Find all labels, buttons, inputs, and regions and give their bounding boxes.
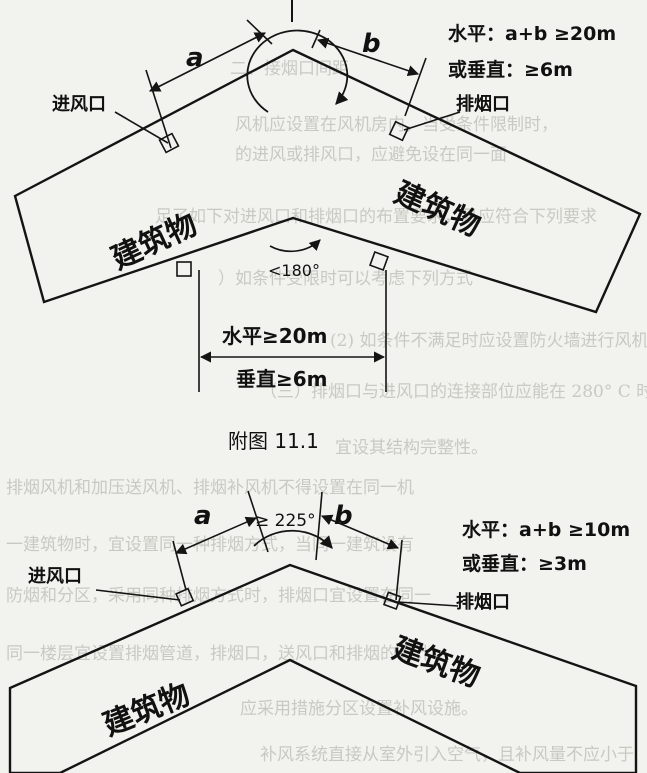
outlet-symbol xyxy=(388,120,410,142)
dimension-line-a xyxy=(174,516,258,555)
inlet-pointer xyxy=(95,589,181,601)
rule-text-vertical: 或垂直：≥3m xyxy=(462,552,587,575)
bg-text-line: 补风系统直接从室外引入空气，且补风量不应小于 xyxy=(260,745,634,765)
dimension-b: b xyxy=(315,491,403,601)
inner-angle-arc xyxy=(269,239,321,253)
extension-line xyxy=(315,491,323,561)
rule-text-vertical: 或垂直：≥6m xyxy=(448,58,573,81)
lower-inlet-symbol xyxy=(176,261,192,277)
outlet-label: 排烟口 xyxy=(456,93,510,115)
label-b: b xyxy=(362,29,381,59)
inlet-symbol xyxy=(158,132,180,154)
building-outline xyxy=(13,48,642,314)
dimension-line-b xyxy=(320,514,400,550)
bg-text-line: (2) 如条件不满足时应设置防火墙进行风机房分隔。 xyxy=(330,331,647,351)
inlet-label: 进风口 xyxy=(52,94,106,115)
apex-angle-arc xyxy=(246,29,349,113)
building-label-right: 建筑物 xyxy=(389,175,485,244)
dimension-line-a xyxy=(148,32,267,92)
inlet-label: 进风口 xyxy=(28,566,82,587)
extension-line xyxy=(404,57,427,117)
extension-line xyxy=(311,29,321,49)
rule-text-horizontal: 水平：a+b ≥10m xyxy=(462,519,630,541)
extension-line xyxy=(247,490,269,553)
inlet-symbol xyxy=(175,587,195,607)
lower-rule-horizontal: 水平≥20m xyxy=(222,324,327,348)
bg-text-line: 的进风或排风口，应避免设在同一面 xyxy=(235,145,507,165)
building-label-left: 建筑物 xyxy=(98,677,195,743)
rule-text-horizontal: 水平：a+b ≥20m xyxy=(448,23,616,45)
lower-outlet-symbol xyxy=(369,251,389,271)
dimension-b: b xyxy=(311,29,427,117)
background-bleed-text: 二、接烟口间距 风机应设置在风机房内，当受条件限制时， 的进风或排风口，应避免设… xyxy=(6,59,647,765)
dimension-a: a xyxy=(145,19,273,149)
building-outline xyxy=(8,563,638,773)
bg-text-line: 应采用措施分区设置补风设施。 xyxy=(240,699,478,719)
figure-1: a b 水平：a+b ≥20m 或垂直：≥6m 进风口 排烟口 建筑物 建筑物 … xyxy=(13,0,642,453)
label-b: b xyxy=(334,501,353,531)
label-a: a xyxy=(186,43,204,73)
inner-angle-label: <180° xyxy=(268,261,320,280)
bg-text-line: （三）排烟口与进风口的连接部位应能在 280° C 时 xyxy=(260,382,647,402)
bg-text-line: ）如条件受限时可以考虑下列方式 xyxy=(218,269,473,289)
figure-2: a b ≥ 225° 水平：a+b ≥10m 或垂直：≥3m 进风口 排烟口 建… xyxy=(8,490,638,773)
label-a: a xyxy=(194,501,212,531)
outlet-label: 排烟口 xyxy=(456,591,510,613)
apex-angle-arc xyxy=(253,529,333,549)
bg-text-line: 宜设其结构完整性。 xyxy=(335,438,488,458)
outlet-symbol xyxy=(382,591,402,610)
lower-rule-vertical: 垂直≥6m xyxy=(236,367,328,391)
bg-text-line: 同一楼层宜设置排烟管道，排烟口，送风口和排烟的设计 xyxy=(6,644,431,664)
bg-text-line: 足了如下对进风口和排烟口的布置要求，且应符合下列要求 xyxy=(155,207,597,227)
outlet-pointer xyxy=(397,601,459,607)
outlet-pointer xyxy=(403,111,461,131)
bg-text-line: 风机应设置在风机房内，当受条件限制时， xyxy=(235,115,558,135)
apex-angle-label: ≥ 225° xyxy=(255,511,316,531)
inlet-pointer xyxy=(114,111,169,144)
bg-text-line: 排烟风机和加压送风机、排烟补风机不得设置在同一机 xyxy=(6,478,414,498)
building-label-right: 建筑物 xyxy=(388,631,485,695)
figure-caption: 附图 11.1 xyxy=(228,429,319,453)
dimension-a: a xyxy=(172,490,269,591)
extension-line xyxy=(395,539,403,601)
